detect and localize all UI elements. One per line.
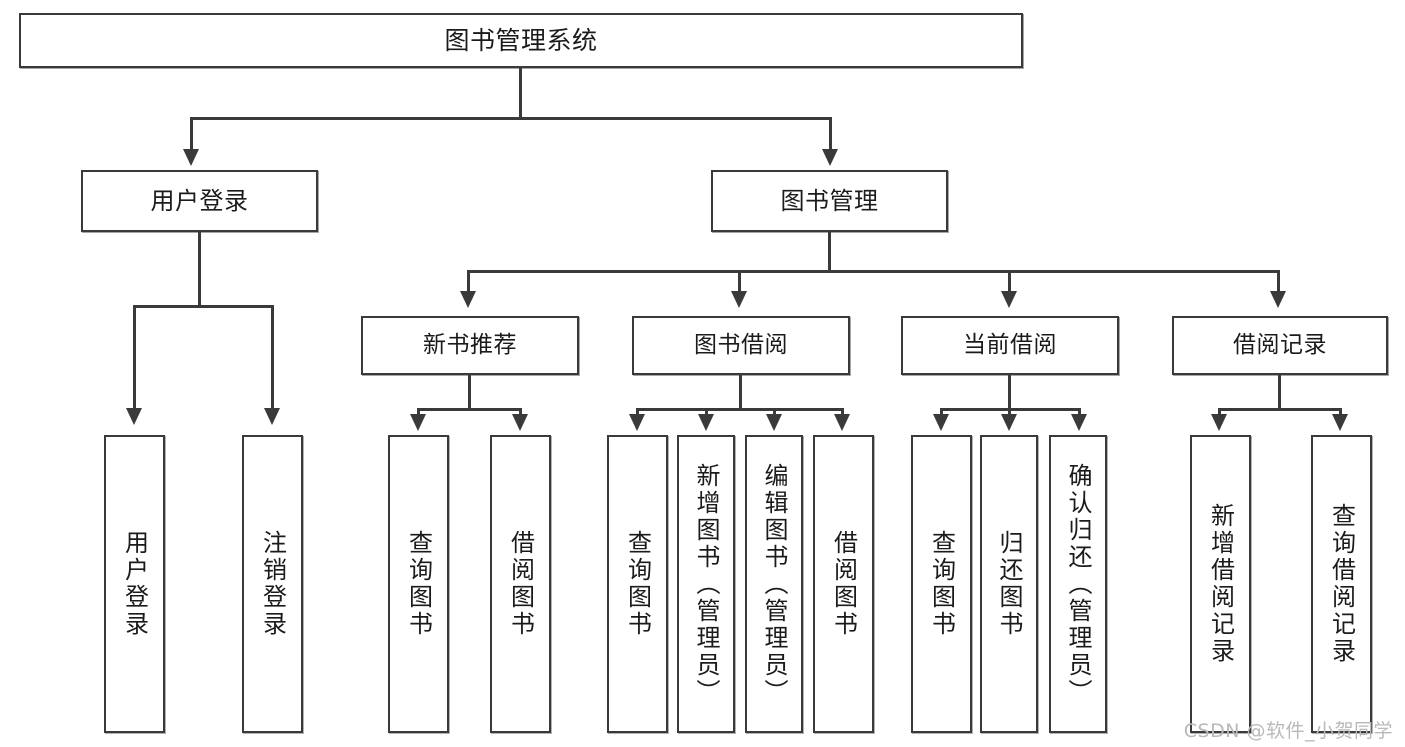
arrowhead-l3-3 (1001, 291, 1017, 308)
node-book-management[interactable]: 图书管理 (711, 170, 948, 232)
connector-bookmgmt-to-l3-2 (738, 270, 741, 293)
leaf-logout[interactable]: 注销登录 (242, 435, 303, 733)
connector-borrow-bus (636, 408, 844, 411)
connector-recommend-leaf1 (417, 408, 420, 417)
connector-current-leaf3 (1078, 408, 1081, 417)
node-root-system[interactable]: 图书管理系统 (19, 13, 1023, 68)
connector-recommend-bus (417, 408, 522, 411)
connector-records-stem (1278, 375, 1281, 408)
leaf-return-book[interactable]: 归还图书 (980, 435, 1038, 733)
arrowhead-borrow-leaf1 (629, 414, 645, 431)
node-label: 查询借阅记录 (1327, 503, 1356, 665)
arrowhead-login-leaf1 (126, 408, 142, 425)
arrowhead-login-leaf2 (264, 408, 280, 425)
connector-recommend-leaf2 (519, 408, 522, 417)
node-label: 新增借阅记录 (1206, 503, 1235, 665)
arrowhead-to-bookmgmt (822, 149, 838, 166)
node-label: 新增图书（管理员） (692, 462, 720, 706)
leaf-user-login[interactable]: 用户登录 (104, 435, 165, 733)
connector-root-to-login (190, 117, 193, 151)
leaf-confirm-return-admin[interactable]: 确认归还（管理员） (1049, 435, 1107, 733)
connector-root-stem (519, 68, 522, 117)
node-label: 图书管理系统 (444, 25, 598, 55)
connector-borrow-leaf1 (636, 408, 639, 417)
connector-borrow-leaf3 (773, 408, 776, 417)
leaf-borrow-book-recommend[interactable]: 借阅图书 (490, 435, 551, 733)
connector-root-bus (190, 117, 832, 120)
leaf-query-book-current[interactable]: 查询图书 (911, 435, 972, 733)
node-label: 借阅图书 (829, 530, 858, 638)
connector-bookmgmt-bus (467, 270, 1280, 273)
node-label: 图书借阅 (694, 331, 788, 358)
arrowhead-current-leaf1 (933, 414, 949, 431)
connector-borrow-leaf2 (705, 408, 708, 417)
connector-login-stem (198, 232, 201, 305)
connector-bookmgmt-to-l3-1 (467, 270, 470, 293)
arrowhead-l3-4 (1270, 291, 1286, 308)
connector-bookmgmt-stem (828, 232, 831, 270)
leaf-add-book-admin[interactable]: 新增图书（管理员） (677, 435, 735, 733)
leaf-query-borrow-record[interactable]: 查询借阅记录 (1311, 435, 1372, 733)
node-label: 新书推荐 (423, 331, 517, 358)
connector-login-to-leaf1 (133, 305, 136, 410)
node-label: 查询图书 (623, 530, 652, 638)
connector-recommend-stem (468, 375, 471, 408)
node-new-book-recommend[interactable]: 新书推荐 (361, 316, 579, 375)
connector-root-to-bookmgmt (829, 117, 832, 151)
node-label: 查询图书 (927, 530, 956, 638)
node-label: 编辑图书（管理员） (760, 462, 788, 706)
connector-current-leaf2 (1008, 408, 1011, 417)
connector-current-stem (1008, 375, 1011, 408)
arrowhead-borrow-leaf4 (834, 414, 850, 431)
arrowhead-l3-1 (460, 291, 476, 308)
node-label: 注销登录 (258, 530, 287, 638)
node-book-borrow[interactable]: 图书借阅 (632, 316, 850, 375)
arrowhead-borrow-leaf2 (698, 414, 714, 431)
node-label: 当前借阅 (963, 331, 1057, 358)
leaf-add-borrow-record[interactable]: 新增借阅记录 (1190, 435, 1251, 733)
node-label: 借阅图书 (506, 530, 535, 638)
arrowhead-records-leaf1 (1211, 414, 1227, 431)
node-label: 用户登录 (150, 186, 249, 215)
leaf-query-book-recommend[interactable]: 查询图书 (388, 435, 449, 733)
connector-borrow-leaf4 (841, 408, 844, 417)
connector-bookmgmt-to-l3-3 (1008, 270, 1011, 293)
node-label: 确认归还（管理员） (1064, 462, 1092, 706)
connector-current-leaf1 (940, 408, 943, 417)
node-label: 用户登录 (120, 530, 149, 638)
node-label: 图书管理 (780, 186, 879, 215)
node-current-borrow[interactable]: 当前借阅 (901, 316, 1119, 375)
arrowhead-current-leaf3 (1071, 414, 1087, 431)
arrowhead-recommend-leaf1 (410, 414, 426, 431)
node-label: 查询图书 (404, 530, 433, 638)
arrowhead-l3-2 (731, 291, 747, 308)
arrowhead-recommend-leaf2 (512, 414, 528, 431)
connector-borrow-stem (739, 375, 742, 408)
arrowhead-borrow-leaf3 (766, 414, 782, 431)
connector-records-leaf1 (1218, 408, 1221, 417)
arrowhead-records-leaf2 (1332, 414, 1348, 431)
leaf-query-book-borrow[interactable]: 查询图书 (607, 435, 668, 733)
node-user-login[interactable]: 用户登录 (81, 170, 318, 232)
arrowhead-to-login (183, 149, 199, 166)
connector-login-bus (133, 305, 274, 308)
arrowhead-current-leaf2 (1001, 414, 1017, 431)
connector-bookmgmt-to-l3-4 (1277, 270, 1280, 293)
leaf-edit-book-admin[interactable]: 编辑图书（管理员） (745, 435, 803, 733)
node-label: 借阅记录 (1233, 331, 1327, 358)
connector-records-leaf2 (1339, 408, 1342, 417)
node-borrow-records[interactable]: 借阅记录 (1172, 316, 1388, 375)
leaf-borrow-book[interactable]: 借阅图书 (813, 435, 874, 733)
connector-records-bus (1218, 408, 1342, 411)
connector-login-to-leaf2 (271, 305, 274, 410)
node-label: 归还图书 (995, 530, 1023, 638)
